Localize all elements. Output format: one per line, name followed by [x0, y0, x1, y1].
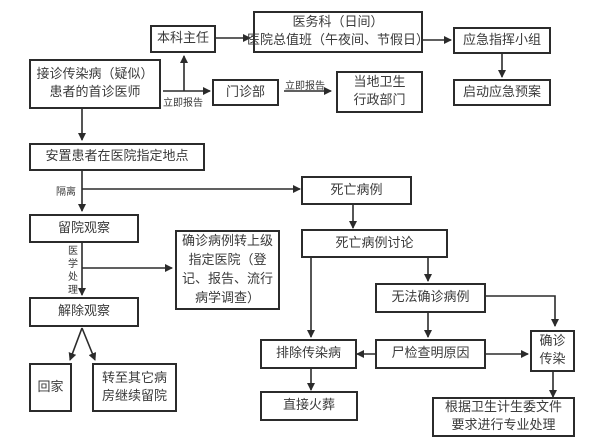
node-observation: 留院观察 — [29, 214, 139, 243]
node-text: 根据卫生计生委文件 — [444, 400, 562, 415]
node-text: 启动应急预案 — [462, 84, 541, 100]
node-confirmed-infection: 确诊 传染 — [530, 330, 575, 372]
node-text: 留院观察 — [57, 220, 110, 236]
edge-release-to-go-home — [68, 327, 83, 361]
node-text: 医务科（日间） — [292, 15, 384, 30]
edge-undiagnosed-to-confirmed — [486, 295, 559, 327]
node-go-home: 回家 — [29, 363, 72, 412]
node-text: 病学调查） — [194, 291, 260, 306]
node-text: 安置患者在医院指定地点 — [45, 149, 189, 164]
node-text: 解除观察 — [57, 304, 110, 319]
node-local-health: 当地卫生 行政部门 — [336, 71, 423, 113]
node-text: 传染 — [539, 352, 566, 367]
node-death-case: 死亡病例 — [301, 176, 412, 205]
node-text: 无法确诊病例 — [391, 290, 470, 305]
node-text: 排除传染病 — [275, 346, 341, 361]
node-text: 指定医院（登 — [188, 253, 267, 268]
node-death-discussion: 死亡病例讨论 — [301, 229, 448, 258]
node-first-doctor: 接诊传染病（疑似） 患者的首诊医师 — [29, 59, 161, 109]
node-exclude-infection: 排除传染病 — [260, 339, 357, 369]
edge-label-char: 学 — [68, 259, 78, 270]
edge-label-char: 处 — [68, 272, 78, 283]
node-text: 接诊传染病（疑似） — [36, 67, 154, 82]
edge-label-isolation: 隔离 — [56, 187, 76, 198]
node-text: 死亡病例 — [330, 182, 383, 198]
node-emergency-group: 应急指挥小组 — [453, 27, 551, 54]
node-cremation: 直接火葬 — [260, 391, 358, 421]
node-medical-affairs: 医务科（日间） 医院总值班（午夜间、节假日） — [247, 11, 429, 53]
node-release: 解除观察 — [29, 297, 139, 327]
edge-label-char: 理 — [68, 285, 78, 296]
node-text: 回家 — [37, 379, 64, 395]
node-text: 门诊部 — [225, 84, 265, 100]
node-text: 尸检查明原因 — [391, 346, 470, 361]
edge-label-char: 医 — [68, 246, 78, 257]
edge-label-medical-treatment: 医 学 处 理 — [67, 245, 79, 297]
edge-label-report-immediately-2: 立即报告 — [285, 81, 325, 92]
edge-label-report-immediately-1: 立即报告 — [163, 98, 203, 109]
node-text: 死亡病例讨论 — [335, 235, 414, 251]
node-text: 当地卫生 — [353, 75, 406, 90]
node-text: 记、报告、流行 — [181, 272, 273, 287]
node-text: 确诊 — [539, 334, 566, 349]
node-text: 转至其它病 — [101, 370, 167, 386]
node-text: 行政部门 — [353, 93, 406, 108]
node-other-ward: 转至其它病 房继续留院 — [92, 363, 177, 412]
node-text: 直接火葬 — [282, 398, 335, 413]
node-text: 患者的首诊医师 — [49, 85, 141, 100]
node-text: 要求进行专业处理 — [451, 418, 556, 433]
node-undiagnosed: 无法确诊病例 — [375, 283, 486, 313]
node-text: 应急指挥小组 — [462, 32, 541, 48]
node-text: 房继续留院 — [101, 388, 167, 404]
node-autopsy: 尸检查明原因 — [375, 339, 486, 369]
edge-release-to-other-ward — [81, 327, 97, 361]
node-dept-head: 本科主任 — [150, 25, 216, 53]
node-text: 确诊病例转上级 — [181, 234, 273, 249]
node-professional-handling: 根据卫生计生委文件 要求进行专业处理 — [432, 397, 575, 437]
node-place-patient: 安置患者在医院指定地点 — [29, 143, 205, 171]
node-transfer-confirmed: 确诊病例转上级 指定医院（登 记、报告、流行 病学调查） — [175, 230, 280, 310]
node-text: 本科主任 — [156, 31, 209, 46]
node-start-plan: 启动应急预案 — [453, 79, 551, 106]
node-text: 医院总值班（午夜间、节假日） — [247, 33, 430, 48]
node-outpatient: 门诊部 — [212, 79, 279, 106]
